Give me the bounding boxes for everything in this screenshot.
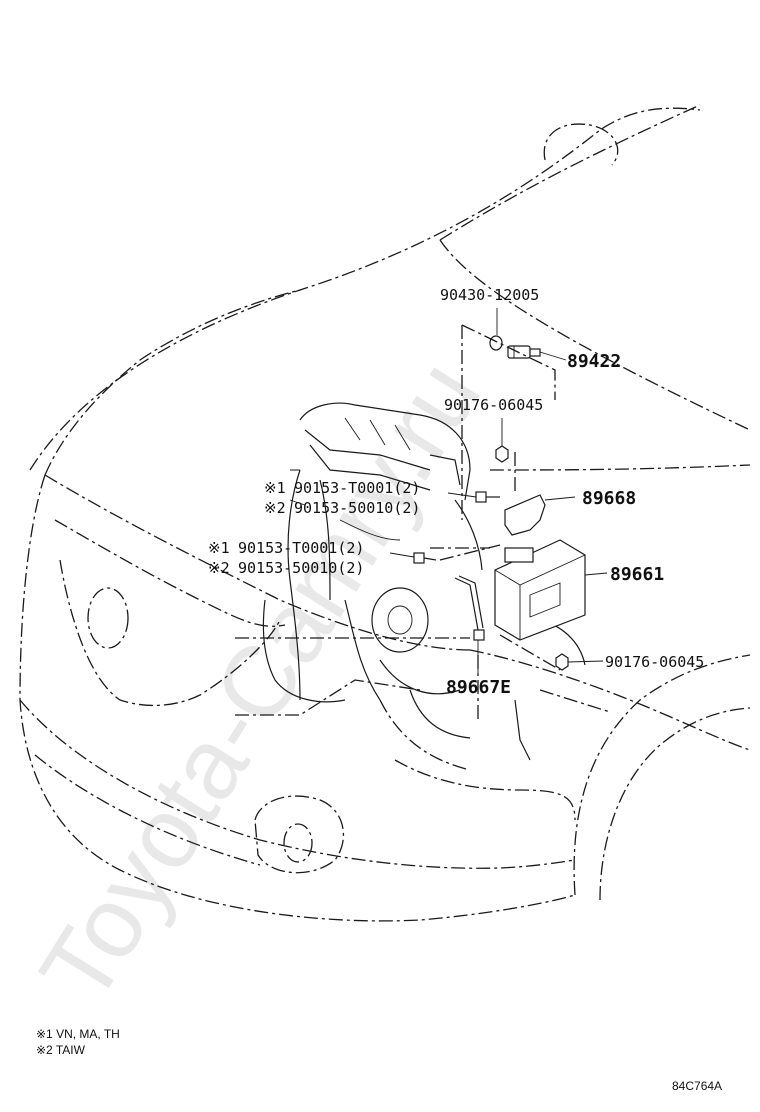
- vehicle-body-outline: [19, 104, 751, 922]
- callout-washer: 90430-12005: [440, 286, 539, 304]
- footnote-2: ※2 TAIW: [36, 1043, 86, 1057]
- engine-control-module: [494, 539, 586, 641]
- callout-ecu: 89661: [610, 564, 664, 585]
- leader-lines: [235, 308, 611, 720]
- callout-bolt-upper-2: 90153-50010(2): [294, 499, 420, 517]
- figure-code: 84C764A: [672, 1079, 722, 1093]
- temperature-sensor-part: [507, 345, 541, 359]
- mark-2-lower: ※2: [208, 559, 230, 577]
- ecu-bracket: [504, 494, 546, 536]
- engine-assembly: [262, 402, 586, 761]
- footnote-1: ※1 VN, MA, TH: [36, 1027, 120, 1041]
- gasket-washer: [489, 335, 503, 351]
- bolt-lower: [413, 552, 437, 564]
- hex-nut-upper: [495, 445, 509, 463]
- mark-1-upper: ※1: [264, 479, 286, 497]
- callout-bracket: 89668: [582, 488, 636, 509]
- watermark: Toyota-Camry.ru: [19, 342, 502, 1022]
- callout-bolt-lower-2: 90153-50010(2): [238, 559, 364, 577]
- callout-sensor: 89422: [567, 351, 621, 372]
- mark-2-upper: ※2: [264, 499, 286, 517]
- mark-1-lower: ※1: [208, 539, 230, 557]
- callout-bolt-upper-1: 90153-T0001(2): [294, 479, 420, 497]
- bolt-upper: [475, 491, 500, 503]
- callout-nut-lower: 90176-06045: [605, 653, 704, 671]
- callout-bolt-lower-1: 90153-T0001(2): [238, 539, 364, 557]
- callout-harness: 89667E: [446, 677, 511, 698]
- hex-nut-lower: [555, 653, 569, 671]
- callout-nut-upper: 90176-06045: [444, 396, 543, 414]
